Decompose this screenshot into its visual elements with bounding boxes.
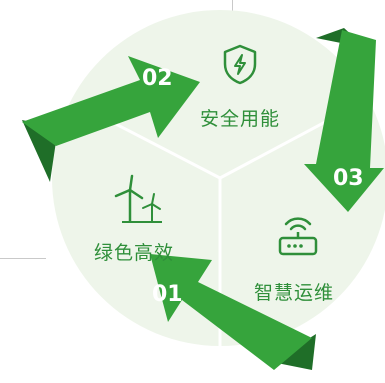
wind-turbine-icon — [114, 174, 162, 223]
arrow-02 — [22, 56, 200, 182]
router-icon — [278, 217, 318, 256]
step-number-03: 03 — [333, 166, 364, 191]
step-number-01: 01 — [152, 282, 183, 307]
guide-line-vertical — [232, 0, 233, 14]
step-number-02: 02 — [142, 66, 173, 91]
guide-line-horizontal — [0, 258, 46, 259]
segment-label-green-efficient: 绿色高效 — [94, 242, 175, 264]
segment-label-smart-operation: 智慧运维 — [254, 282, 335, 304]
divider-left — [107, 118, 221, 180]
divider-right — [219, 110, 345, 180]
segment-label-safe-energy: 安全用能 — [200, 108, 281, 130]
arrow-01 — [150, 254, 316, 370]
arrow-03 — [304, 28, 384, 212]
shield-bolt-icon — [223, 44, 257, 85]
